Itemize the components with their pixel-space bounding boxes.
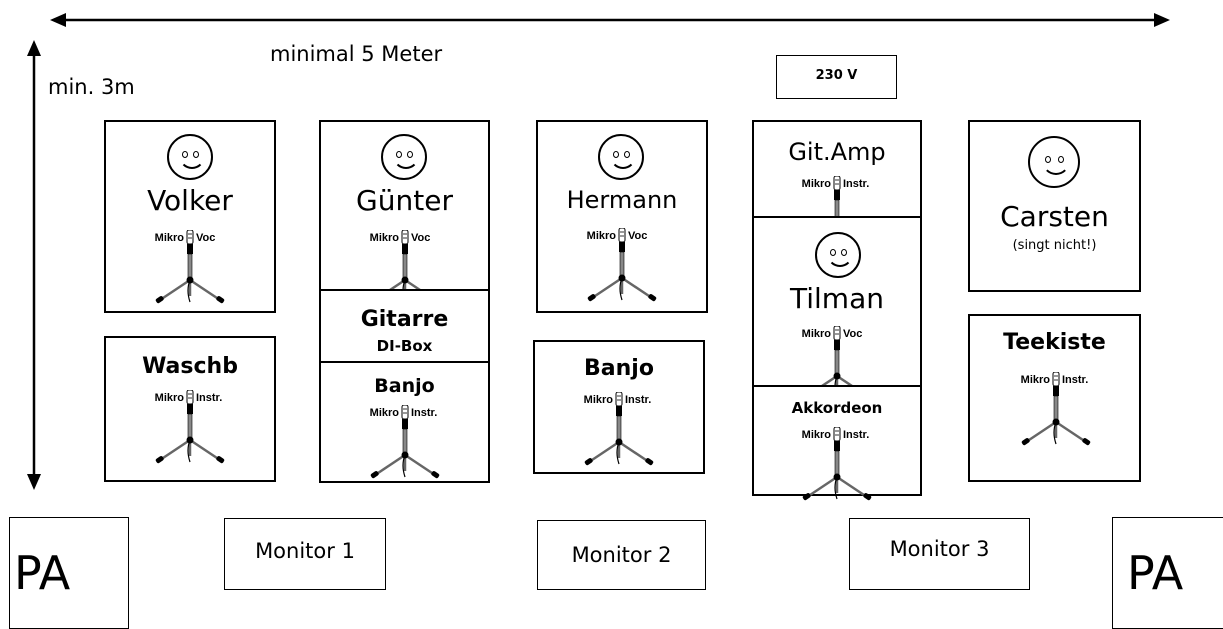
instrument-banjo-2: Banjo Mikro Instr. xyxy=(533,340,705,474)
mic-label-voc: Voc xyxy=(411,232,431,244)
instrument-mic-icon: Mikro Instr. xyxy=(559,392,679,492)
mic-label-mikro: Mikro xyxy=(154,232,184,244)
smiley-icon xyxy=(815,232,861,278)
instrument-name: Waschb xyxy=(142,354,238,379)
monitor-label: Monitor 2 xyxy=(571,543,672,567)
pa-label: PA xyxy=(14,546,71,600)
mic-label-instr: Instr. xyxy=(843,429,870,441)
width-label: minimal 5 Meter xyxy=(270,42,443,66)
instrument-akkordeon: Akkordeon Mikro Instr. xyxy=(752,385,922,501)
instrument-waschb: Waschb Mikro Instr. xyxy=(104,336,276,482)
instrument-mic-icon: Mikro Instr. xyxy=(996,372,1116,472)
instrument-mic-icon: Mikro Instr. xyxy=(130,390,250,490)
performer-name: Volker xyxy=(147,184,233,217)
mic-label-mikro: Mikro xyxy=(1020,374,1050,386)
monitor-label: Monitor 1 xyxy=(255,539,355,563)
pa-left: PA xyxy=(9,517,129,629)
mic-label-instr: Instr. xyxy=(625,394,652,406)
instrument-name: Gitarre xyxy=(360,307,449,332)
performer-volker: Volker Mikro Voc xyxy=(104,120,276,313)
di-box-label: DI-Box xyxy=(376,337,433,355)
mic-label-mikro: Mikro xyxy=(369,407,399,419)
instrument-mic-icon: Mikro Instr. xyxy=(777,427,897,527)
mic-label-mikro: Mikro xyxy=(801,178,831,190)
monitor-label: Monitor 3 xyxy=(889,537,990,561)
mic-label-voc: Voc xyxy=(628,230,648,242)
vocal-mic-icon: Mikro Voc xyxy=(130,230,250,330)
mic-label-mikro: Mikro xyxy=(586,230,616,242)
pa-label: PA xyxy=(1127,546,1184,600)
mic-label-mikro: Mikro xyxy=(154,392,184,404)
performer-name: Hermann xyxy=(566,186,678,214)
monitor-3: Monitor 3 xyxy=(849,518,1030,590)
mic-label-instr: Instr. xyxy=(843,178,870,190)
performer-tilman: Tilman Mikro Voc xyxy=(752,216,922,400)
mic-label-voc: Voc xyxy=(843,328,863,340)
performer-hermann: Hermann Mikro Voc xyxy=(536,120,708,313)
power-outlet-box: 230 V xyxy=(776,55,897,99)
instrument-name: Banjo xyxy=(584,356,654,381)
instrument-teekiste: Teekiste Mikro Instr. xyxy=(968,314,1141,482)
monitor-2: Monitor 2 xyxy=(537,520,706,590)
smiley-icon xyxy=(598,134,644,180)
mic-label-instr: Instr. xyxy=(196,392,223,404)
performer-name: Carsten xyxy=(1000,200,1109,233)
depth-label: min. 3m xyxy=(48,75,135,99)
instrument-git-amp: Git.Amp Mikro Instr. xyxy=(752,120,922,220)
instrument-gitarre: Gitarre DI-Box xyxy=(319,289,490,363)
mic-label-mikro: Mikro xyxy=(801,429,831,441)
performer-note: (singt nicht!) xyxy=(1012,238,1097,253)
instrument-mic-icon: Mikro Instr. xyxy=(345,405,465,505)
width-arrow xyxy=(50,13,1170,27)
smiley-icon xyxy=(381,134,427,180)
power-label: 230 V xyxy=(815,68,858,83)
performer-name: Günter xyxy=(356,184,453,217)
vocal-mic-icon: Mikro Voc xyxy=(562,228,682,328)
mic-label-voc: Voc xyxy=(196,232,216,244)
performer-name: Tilman xyxy=(790,282,884,315)
mic-label-instr: Instr. xyxy=(411,407,438,419)
monitor-1: Monitor 1 xyxy=(224,518,386,590)
performer-carsten: Carsten (singt nicht!) xyxy=(968,120,1141,292)
performer-guenter: Günter Mikro Voc xyxy=(319,120,490,304)
smiley-icon xyxy=(1028,136,1080,188)
mic-label-mikro: Mikro xyxy=(801,328,831,340)
pa-right: PA xyxy=(1112,517,1223,629)
instrument-name: Git.Amp xyxy=(788,138,886,166)
mic-label-instr: Instr. xyxy=(1062,374,1089,386)
instrument-banjo-1: Banjo Mikro Instr. xyxy=(319,361,490,483)
instrument-name: Teekiste xyxy=(1003,330,1106,355)
mic-label-mikro: Mikro xyxy=(583,394,613,406)
mic-label-mikro: Mikro xyxy=(369,232,399,244)
depth-arrow xyxy=(27,40,41,490)
instrument-name: Banjo xyxy=(374,375,435,397)
instrument-mic-icon: Mikro Instr. xyxy=(777,176,897,220)
instrument-name: Akkordeon xyxy=(791,399,883,417)
smiley-icon xyxy=(167,134,213,180)
